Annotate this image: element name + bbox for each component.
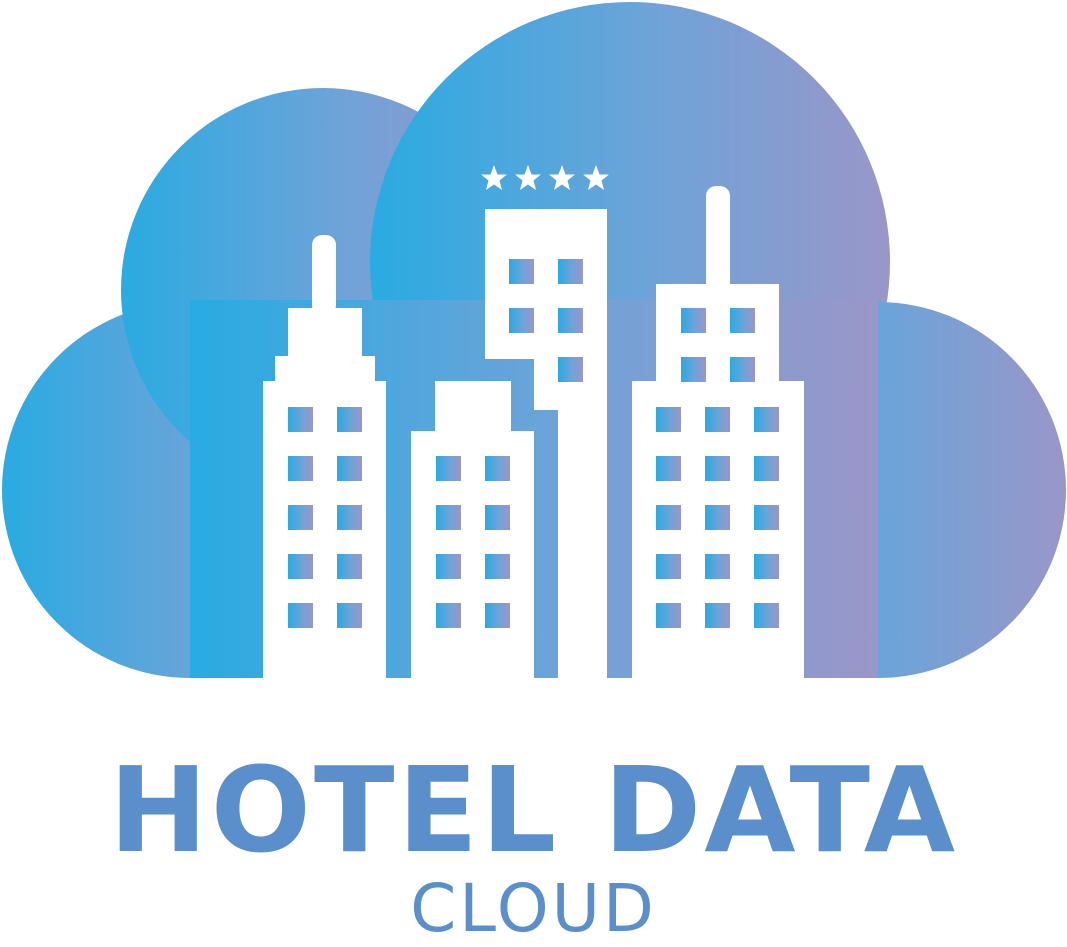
- star-icon: [583, 165, 609, 190]
- star-icon: [515, 165, 541, 190]
- building-left-tower: [263, 235, 386, 678]
- star-icon: [481, 165, 507, 190]
- building-middle-left: [411, 381, 534, 678]
- city-buildings: [263, 186, 804, 678]
- star-rating-icons: [481, 165, 609, 190]
- building-windows: [288, 259, 779, 628]
- logo-graphic: [2, 2, 1066, 678]
- brand-subtitle: CLOUD: [410, 870, 657, 947]
- brand-title: HOTEL DATA: [108, 741, 959, 879]
- star-icon: [549, 165, 575, 190]
